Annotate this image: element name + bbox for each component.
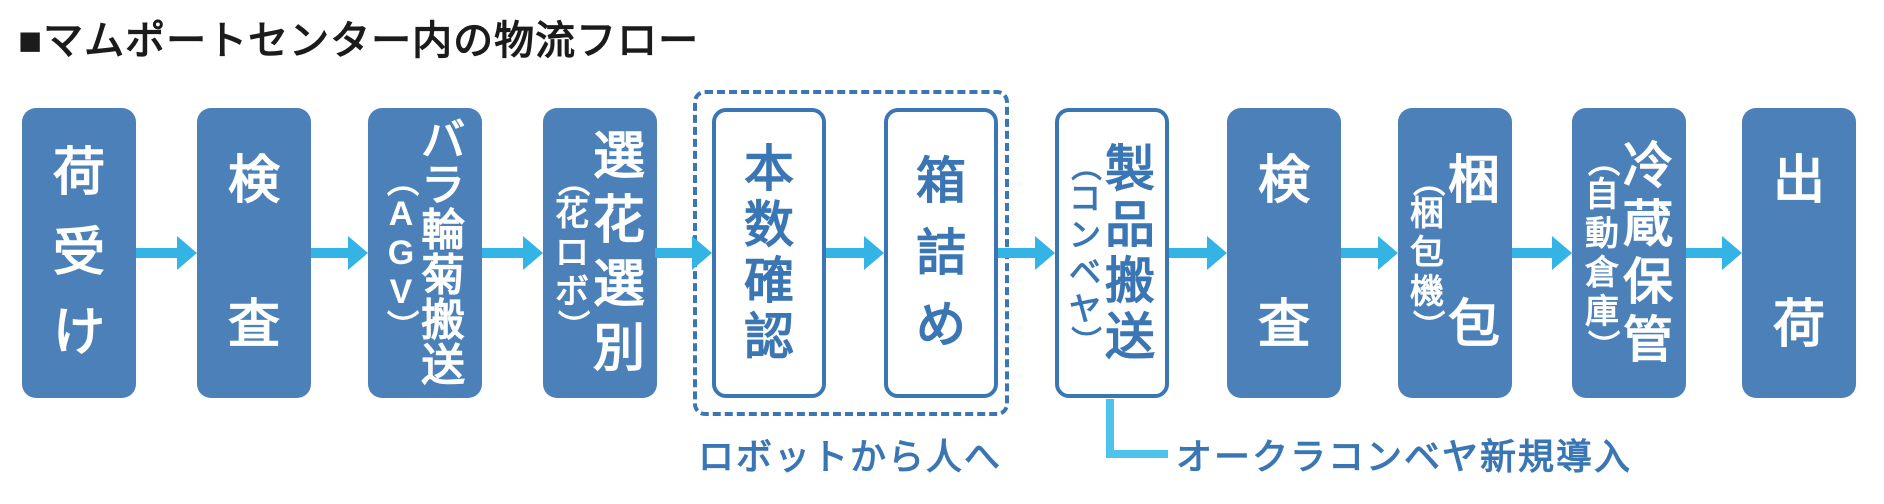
- arrow-shaft: [136, 248, 181, 258]
- flow-step-receiving: 荷受け: [22, 108, 136, 398]
- arrow-head-icon: [523, 236, 543, 270]
- arrow-head-icon: [1552, 236, 1572, 270]
- flow-arrow-1: [136, 236, 197, 270]
- step-label: バラ輪菊搬送: [421, 115, 466, 390]
- flow-arrow-10: [1686, 236, 1742, 270]
- arrow-shaft: [1169, 248, 1211, 258]
- step-label: 製品搬送: [1105, 141, 1155, 365]
- annotation-okura-conveyor: オークラコンベヤ新規導入: [1176, 436, 1633, 477]
- flow-step-shipping: 出荷: [1742, 108, 1856, 398]
- annotation-robot-to-human: ロボットから人へ: [698, 436, 1003, 477]
- step-label: 出荷: [1772, 152, 1825, 354]
- arrow-head-icon: [1378, 236, 1398, 270]
- arrow-shaft: [482, 248, 527, 258]
- arrow-head-icon: [348, 236, 368, 270]
- flow-arrow-2: [311, 236, 368, 270]
- arrow-head-icon: [692, 236, 712, 270]
- arrow-shaft: [311, 248, 352, 258]
- arrow-head-icon: [864, 236, 884, 270]
- okura-connector-vertical: [1106, 399, 1114, 458]
- flow-step-cold-storage: 冷蔵保管 （自動倉庫）: [1572, 108, 1686, 398]
- arrow-shaft: [826, 248, 868, 258]
- step-sublabel: （梱包機）: [1409, 164, 1446, 342]
- flow-step-count-check: 本数確認: [712, 108, 826, 398]
- step-label: 選花選別: [592, 128, 645, 378]
- flow-step-product-transport: 製品搬送 （コンベヤ）: [1055, 108, 1169, 398]
- flow-step-packing: 梱包 （梱包機）: [1398, 108, 1512, 398]
- arrow-shaft: [655, 248, 696, 258]
- step-sublabel: （自動倉庫）: [1584, 144, 1621, 362]
- arrow-head-icon: [177, 236, 197, 270]
- flow-arrow-7: [1169, 236, 1227, 270]
- flow-arrow-9: [1512, 236, 1572, 270]
- step-label: 冷蔵保管: [1623, 138, 1673, 368]
- step-label: 本数確認: [744, 141, 794, 365]
- flow-arrow-5: [826, 236, 884, 270]
- arrow-shaft: [1686, 248, 1726, 258]
- flow-arrow-8: [1341, 236, 1398, 270]
- arrow-shaft: [998, 248, 1039, 258]
- flow-step-inspection-2: 検査: [1227, 108, 1341, 398]
- step-sublabel: （コンベヤ）: [1068, 150, 1103, 356]
- step-label: 検査: [1257, 152, 1310, 354]
- okura-connector-horizontal: [1106, 450, 1168, 458]
- flow-step-inspection-1: 検査: [197, 108, 311, 398]
- step-label: 荷受け: [52, 144, 105, 362]
- step-label: 検査: [227, 152, 280, 354]
- flow-arrow-6: [998, 236, 1055, 270]
- arrow-shaft: [1512, 248, 1556, 258]
- flow-arrow-4: [655, 236, 712, 270]
- flow-arrow-3: [482, 236, 543, 270]
- flow-step-flower-sorting: 選花選別 （花ロボ）: [543, 108, 657, 398]
- step-label: 梱包: [1447, 152, 1500, 354]
- arrow-head-icon: [1722, 236, 1742, 270]
- step-sublabel: （花ロボ）: [554, 164, 591, 342]
- arrow-head-icon: [1035, 236, 1055, 270]
- flow-step-boxing: 箱詰め: [884, 108, 998, 398]
- arrow-head-icon: [1207, 236, 1227, 270]
- page-title: ■マムポートセンター内の物流フロー: [18, 19, 700, 63]
- step-label: 箱詰め: [916, 153, 966, 353]
- arrow-shaft: [1341, 248, 1382, 258]
